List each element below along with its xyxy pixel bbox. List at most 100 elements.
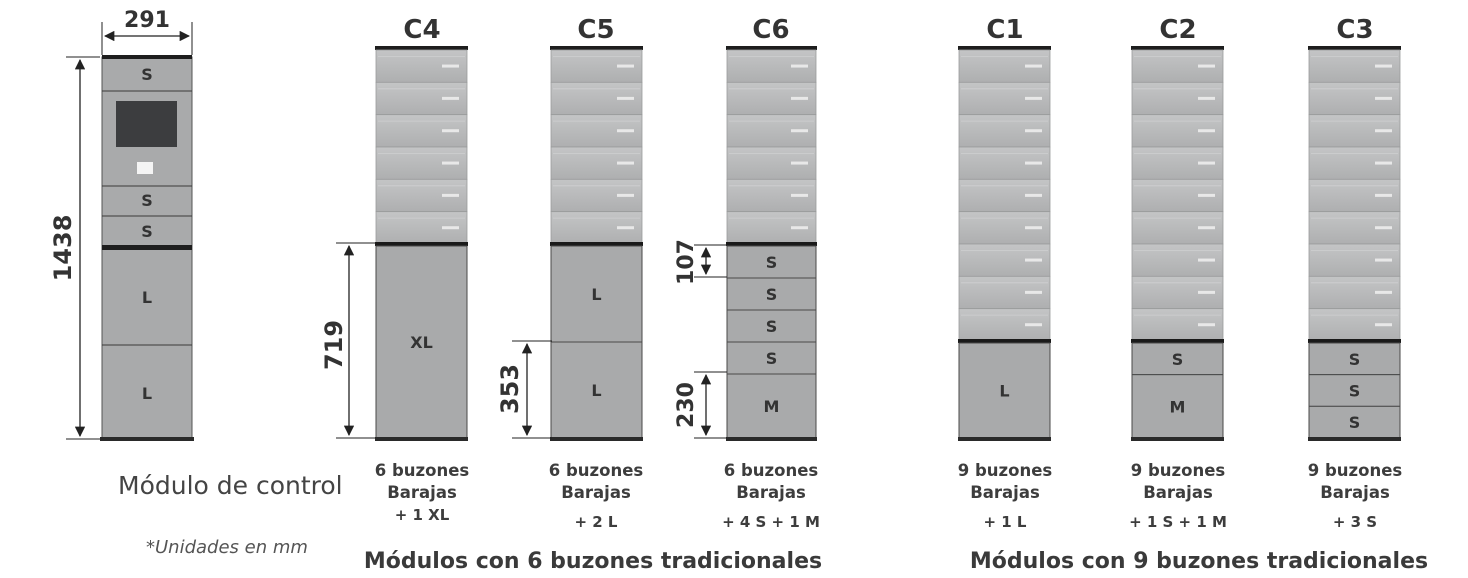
control-compartment-label: L bbox=[142, 288, 152, 307]
mailbox-slot-icon bbox=[442, 161, 459, 165]
dimension-label: 230 bbox=[674, 382, 699, 428]
mailbox-slot-icon bbox=[1025, 193, 1042, 197]
desc-line: + 1 L bbox=[983, 513, 1027, 531]
control-compartment-label: S bbox=[141, 222, 153, 241]
section-divider bbox=[550, 242, 643, 246]
locker-compartment bbox=[550, 245, 643, 343]
mailbox-slot-icon bbox=[617, 161, 634, 165]
desc-line: Barajas bbox=[561, 483, 631, 502]
locker-compartment bbox=[1131, 342, 1224, 376]
control-module: S S S L L bbox=[100, 55, 194, 441]
control-compartment-label: L bbox=[142, 384, 152, 403]
mailbox-slot-icon bbox=[791, 193, 808, 197]
mailbox-slot-icon bbox=[791, 226, 808, 230]
mailbox-slot-icon bbox=[791, 64, 808, 68]
locker-size-label: L bbox=[999, 382, 1009, 401]
section-divider bbox=[1308, 339, 1401, 343]
mailbox-slot-icon bbox=[1375, 64, 1392, 68]
section-divider bbox=[958, 339, 1051, 343]
locker-compartment bbox=[726, 341, 817, 375]
locker-compartment bbox=[375, 245, 468, 439]
column-top-cap bbox=[550, 46, 643, 50]
width-label: 291 bbox=[124, 8, 170, 33]
mailbox-slot-icon bbox=[1375, 129, 1392, 133]
locker-size-label: S bbox=[766, 285, 778, 304]
locker-compartment bbox=[550, 341, 643, 439]
dimension-230: 230 bbox=[674, 371, 727, 439]
mailbox-slot-icon bbox=[1198, 161, 1215, 165]
mailbox-slot-icon bbox=[1198, 96, 1215, 100]
mailbox-slot-icon bbox=[617, 193, 634, 197]
locker-size-label: S bbox=[766, 317, 778, 336]
desc-line: Barajas bbox=[1320, 483, 1390, 502]
desc-line: 9 buzones bbox=[1130, 461, 1226, 480]
section-divider bbox=[726, 242, 817, 246]
mailbox-slot-icon bbox=[1375, 226, 1392, 230]
column-title: C1 bbox=[986, 15, 1023, 45]
column-description: 9 buzones Barajas + 1 L bbox=[935, 460, 1075, 533]
screen-icon bbox=[116, 101, 177, 147]
locker-compartment bbox=[958, 342, 1051, 439]
locker-compartment bbox=[1308, 405, 1401, 439]
dimension-719: 719 bbox=[320, 242, 376, 439]
column-base bbox=[1308, 437, 1401, 441]
mailbox-slot-icon bbox=[1198, 193, 1215, 197]
desc-line: + 1 XL bbox=[394, 506, 450, 524]
six-mailbox-group-title: Módulos con 6 buzones tradicionales bbox=[363, 549, 823, 574]
mailbox-slot-icon bbox=[1375, 258, 1392, 262]
column-top-cap bbox=[1308, 46, 1401, 50]
nine-mailbox-group-title: Módulos con 9 buzones tradicionales bbox=[969, 549, 1429, 574]
column-description: 6 buzones Barajas + 2 L bbox=[526, 460, 666, 533]
column-description: 6 buzones Barajas + 4 S + 1 M bbox=[701, 460, 841, 533]
mailbox-slot-icon bbox=[617, 64, 634, 68]
dimension-label: 719 bbox=[320, 320, 348, 370]
column-title: C6 bbox=[752, 15, 789, 45]
dimension-107: 107 bbox=[674, 239, 727, 285]
locker-size-label: S bbox=[1349, 382, 1361, 401]
mailbox-slot-icon bbox=[1025, 161, 1042, 165]
column-base bbox=[375, 437, 468, 441]
desc-line: 6 buzones bbox=[723, 461, 819, 480]
mailbox-slot-icon bbox=[791, 129, 808, 133]
control-compartment-label: S bbox=[141, 65, 153, 84]
locker-size-label: XL bbox=[410, 333, 433, 352]
mailbox-door bbox=[958, 178, 1051, 213]
locker-compartment bbox=[1308, 374, 1401, 407]
dimension-353: 353 bbox=[496, 340, 552, 439]
locker-size-label: L bbox=[591, 285, 601, 304]
column-top-cap bbox=[1131, 46, 1224, 50]
mailbox-slot-icon bbox=[442, 64, 459, 68]
locker-size-label: S bbox=[766, 349, 778, 368]
desc-line: + 1 S + 1 M bbox=[1129, 513, 1227, 531]
locker-size-label: S bbox=[766, 253, 778, 272]
locker-size-label: M bbox=[764, 397, 780, 416]
locker-compartment bbox=[726, 309, 817, 343]
desc-line: 9 buzones bbox=[1307, 461, 1403, 480]
mailbox-slot-icon bbox=[1198, 129, 1215, 133]
mailbox-slot-icon bbox=[1025, 258, 1042, 262]
column-description: 9 buzones Barajas + 3 S bbox=[1285, 460, 1425, 533]
mailbox-slot-icon bbox=[1375, 161, 1392, 165]
mailbox-slot-icon bbox=[1198, 64, 1215, 68]
mailbox-slot-icon bbox=[617, 129, 634, 133]
mailbox-slot-icon bbox=[1025, 290, 1042, 294]
desc-line: Barajas bbox=[387, 483, 457, 502]
mailbox-slot-icon bbox=[442, 226, 459, 230]
column-top-cap bbox=[726, 46, 817, 50]
scanner-icon bbox=[137, 162, 153, 174]
mailbox-slot-icon bbox=[1375, 96, 1392, 100]
mailbox-slot-icon bbox=[1198, 290, 1215, 294]
column-base bbox=[958, 437, 1051, 441]
mailbox-slot-icon bbox=[791, 161, 808, 165]
control-compartment-label: S bbox=[141, 191, 153, 210]
desc-line: 6 buzones bbox=[374, 461, 470, 480]
column-top-cap bbox=[375, 46, 468, 50]
column-base bbox=[550, 437, 643, 441]
desc-line: + 4 S + 1 M bbox=[722, 513, 820, 531]
desc-line: 6 buzones bbox=[548, 461, 644, 480]
mailbox-slot-icon bbox=[442, 129, 459, 133]
mailbox-slot-icon bbox=[1375, 323, 1392, 327]
section-divider bbox=[1131, 339, 1224, 343]
